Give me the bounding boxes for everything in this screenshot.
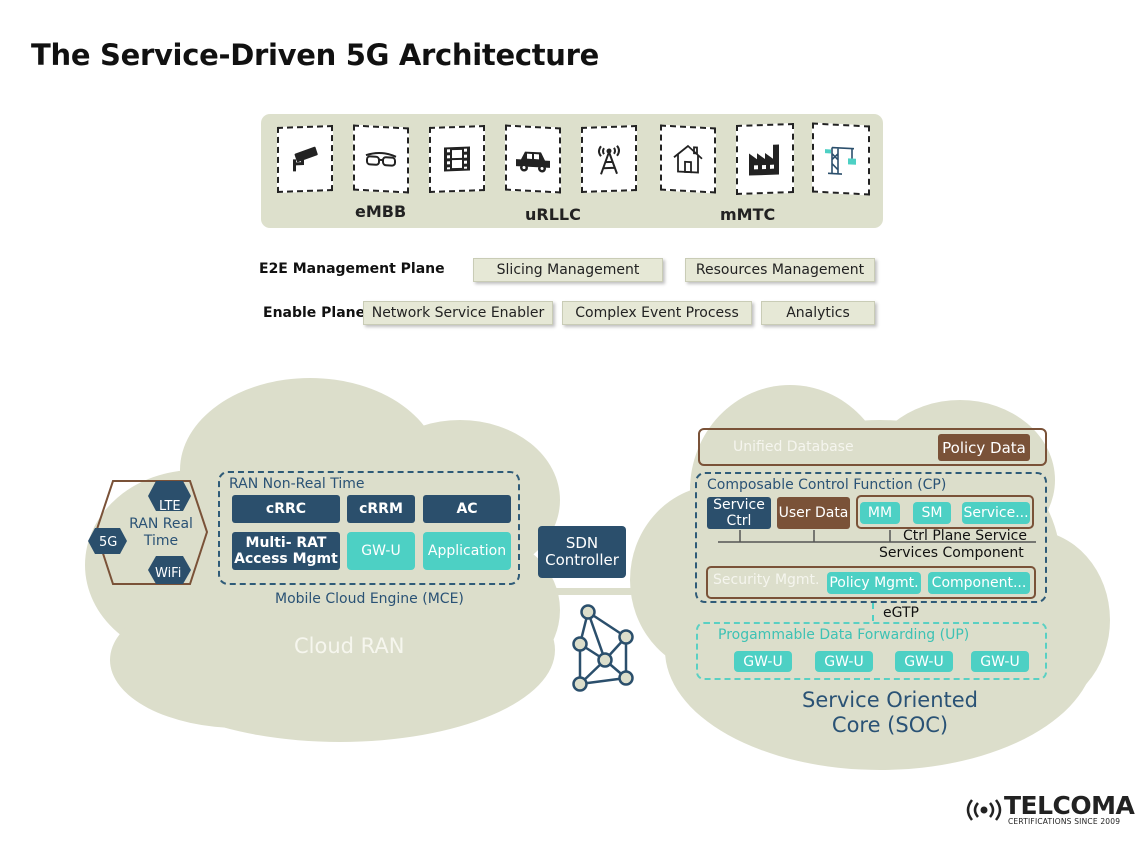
component-box: Component... (928, 572, 1030, 594)
crrc-box: cRRC (232, 495, 340, 523)
ctrl-plane-service-group (856, 495, 1034, 529)
security-mgmt-label: Security Mgmt. (713, 572, 820, 588)
film-strip-icon (429, 125, 485, 193)
slicing-management-box: Slicing Management (473, 258, 663, 282)
telcoma-tagline: CERTIFICATIONS SINCE 2009 (1008, 817, 1121, 826)
crrm-box: cRRM (347, 495, 415, 523)
wifi-label: WiFi (155, 566, 182, 581)
e2e-management-plane-label: E2E Management Plane (259, 261, 445, 277)
egtp-label: eGTP (883, 605, 919, 621)
ran-non-real-time-box (218, 471, 520, 585)
telcoma-logo-text: TELCOMA (1004, 791, 1135, 820)
network-service-enabler-box: Network Service Enabler (363, 301, 553, 325)
services-component-label: Services Component (879, 545, 1024, 561)
cloud-ran-label: Cloud RAN (294, 634, 405, 658)
resources-management-box: Resources Management (685, 258, 875, 282)
lte-label: LTE (159, 499, 181, 514)
mce-label: Mobile Cloud Engine (MCE) (275, 591, 464, 607)
gw-u-up-box-2: GW-U (815, 651, 873, 672)
unified-database-box (698, 428, 1047, 466)
ccf-label: Composable Control Function (CP) (707, 477, 947, 493)
cell-tower-icon (581, 125, 637, 193)
gw-u-up-box-1: GW-U (734, 651, 792, 672)
5g-label: 5G (99, 535, 118, 550)
up-label: Progammable Data Forwarding (UP) (718, 627, 970, 643)
policy-mgmt-box: Policy Mgmt. (827, 572, 921, 594)
programmable-data-forwarding-box (696, 622, 1047, 680)
ac-box: AC (423, 495, 511, 523)
ran-real-time-label: RAN Real Time (129, 516, 193, 549)
unified-database-label: Unified Database (733, 439, 854, 455)
factory-icon (736, 122, 794, 196)
complex-event-process-box: Complex Event Process (562, 301, 752, 325)
car-icon (505, 124, 561, 194)
enable-plane-label: Enable Plane (263, 305, 366, 321)
mmtc-label: mMTC (720, 205, 776, 224)
ctrl-plane-service-label: Ctrl Plane Service (903, 528, 1027, 544)
multi-rat-access-mgmt-box: Multi- RAT Access Mgmt (232, 532, 340, 570)
cloud-link-bar (520, 588, 700, 595)
vr-glasses-icon (353, 124, 409, 194)
gw-u-up-box-3: GW-U (895, 651, 953, 672)
telcoma-logo-icon (966, 799, 1002, 821)
sm-box: SM (913, 502, 951, 524)
page-title: The Service-Driven 5G Architecture (31, 38, 600, 72)
security-group (706, 566, 1036, 599)
services-bus-line (718, 530, 1036, 543)
gw-u-up-box-4: GW-U (971, 651, 1029, 672)
network-graph-icon (578, 610, 628, 686)
house-icon (660, 124, 716, 194)
service-ctrl-box: Service Ctrl (707, 497, 771, 529)
application-box: Application (423, 532, 511, 570)
embb-label: eMBB (355, 202, 407, 221)
gw-u-ran-box: GW-U (347, 532, 415, 570)
soc-label: Service Oriented Core (SOC) (802, 688, 978, 738)
sdn-controller-box: SDN Controller (538, 526, 626, 578)
composable-control-function-box (695, 472, 1047, 603)
urllc-label: uRLLC (525, 205, 581, 224)
cctv-camera-icon (277, 125, 333, 193)
ran-non-real-time-label: RAN Non-Real Time (229, 476, 365, 492)
egtp-link (872, 603, 874, 621)
mm-box: MM (860, 502, 900, 524)
service-box: Service... (962, 502, 1030, 524)
user-data-box: User Data (777, 497, 850, 529)
analytics-box: Analytics (761, 301, 875, 325)
crane-icon (812, 122, 870, 196)
policy-data-box: Policy Data (938, 434, 1030, 461)
